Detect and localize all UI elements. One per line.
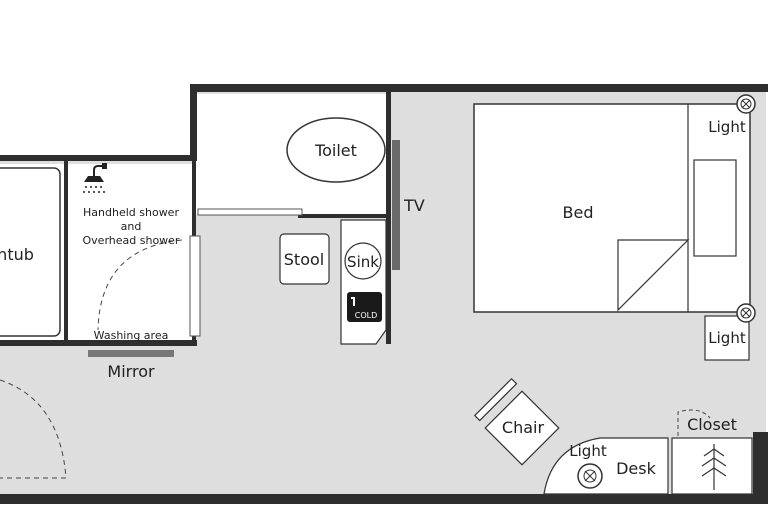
bathtub-label: Bathtub xyxy=(0,245,34,264)
shower-label-line3: Overhead shower xyxy=(83,234,180,247)
toilet-door xyxy=(197,208,303,216)
desk-label: Desk xyxy=(616,459,657,478)
washing-area-label: Washing area xyxy=(94,329,169,342)
sink-counter xyxy=(340,219,387,345)
shower-label-line1: Handheld shower xyxy=(83,206,179,219)
bathtub xyxy=(0,167,61,337)
light-mid xyxy=(736,303,756,323)
light-top xyxy=(736,94,756,114)
desk-light-icon xyxy=(577,463,603,489)
closet xyxy=(671,437,753,495)
sink-label: Sink xyxy=(347,253,379,271)
desk-light-label: Light xyxy=(569,442,607,460)
bath-door xyxy=(189,235,201,337)
cold-label: COLD xyxy=(355,311,378,320)
shower-label-line2: and xyxy=(121,220,142,233)
closet-label: Closet xyxy=(687,415,737,434)
toilet-fixture xyxy=(286,117,386,183)
bath-door-swing xyxy=(97,239,183,331)
closet-door-swing xyxy=(677,409,711,436)
washing-area xyxy=(68,164,192,340)
light-mid-label: Light xyxy=(708,329,746,347)
stool-label: Stool xyxy=(284,250,324,269)
mirror-label: Mirror xyxy=(107,362,155,381)
tv-label: TV xyxy=(403,196,425,215)
stool xyxy=(279,233,330,285)
entrance-door-swing xyxy=(0,379,67,479)
bed-cover-fold xyxy=(617,239,690,312)
light-top-label: Light xyxy=(708,118,746,136)
shower-icon xyxy=(83,163,107,193)
bed-pillow xyxy=(693,159,737,257)
chair-back xyxy=(473,377,518,422)
desk xyxy=(543,437,669,495)
hanger-icon xyxy=(701,444,727,490)
toilet-label: Toilet xyxy=(314,141,357,160)
tv-unit xyxy=(392,140,400,270)
sink-basin xyxy=(344,242,382,280)
fridge-icon xyxy=(347,292,382,322)
mirror xyxy=(88,350,174,357)
bed-label: Bed xyxy=(563,203,594,222)
chair-label: Chair xyxy=(502,418,545,437)
chair xyxy=(484,390,560,466)
